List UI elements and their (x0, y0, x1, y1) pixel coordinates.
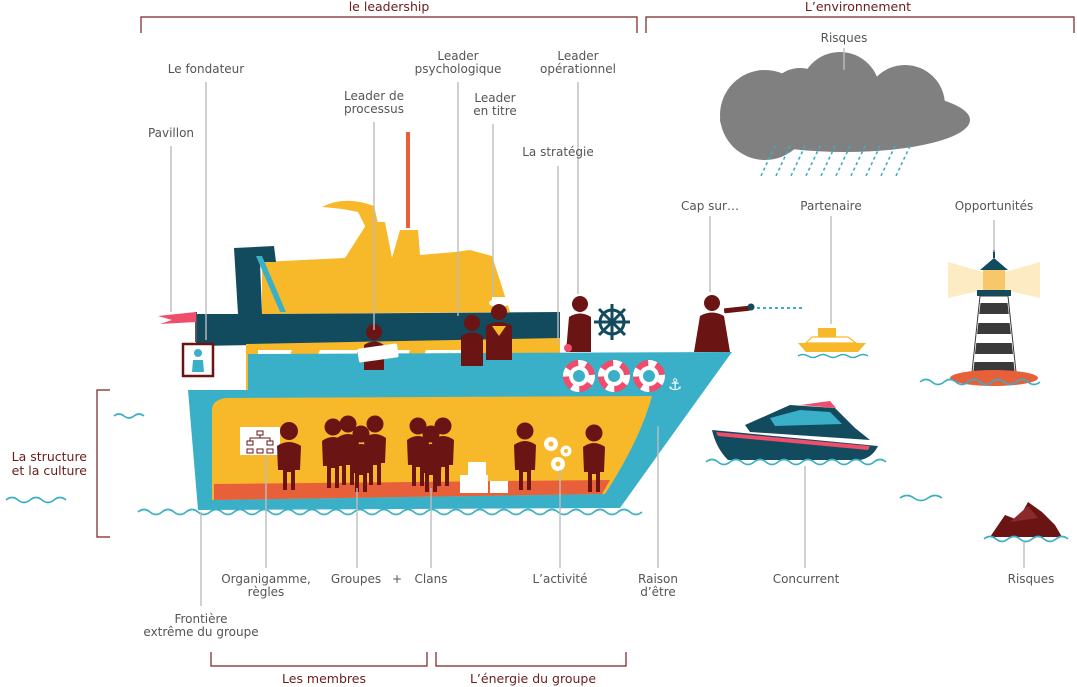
label-leader-processus-1: Leader de (344, 89, 404, 103)
label-frontiere-1: Frontière (174, 612, 227, 626)
label-groupes: Groupes (331, 572, 381, 586)
gears-icon (544, 437, 572, 471)
boat-radar (322, 200, 380, 232)
label-leader-psy-2: psychologique (415, 62, 502, 76)
flag-icon (158, 312, 196, 324)
boat-antenna (406, 132, 410, 228)
crew-members (277, 415, 605, 492)
person-icon (420, 425, 442, 492)
label-concurrent: Concurrent (773, 572, 840, 586)
operational-leader-icon (564, 296, 591, 352)
helm-wheel-icon (594, 304, 630, 340)
label-frontiere-2: extrême du groupe (143, 625, 258, 639)
label-organigramme-1: Organigamme, (221, 572, 311, 586)
storm-cloud-icon (720, 52, 970, 179)
upper-cabin (262, 222, 510, 314)
wave-mark-mid (899, 494, 943, 502)
partner-boat-icon (797, 328, 869, 359)
person-icon (583, 424, 605, 492)
label-raison-1: Raison (638, 572, 678, 586)
label-plus: + (392, 572, 402, 586)
rocks-icon (983, 502, 1069, 543)
group-energy-bracket (435, 652, 627, 667)
label-leader-op-2: opérationnel (540, 62, 616, 76)
environment-bracket (645, 16, 1075, 33)
label-cap-sur: Cap sur… (681, 199, 739, 213)
person-icon (350, 425, 372, 492)
anchor-icon: ⚓ (668, 375, 682, 394)
label-risques-top: Risques (821, 31, 868, 45)
hold-floor (214, 480, 610, 500)
deck-leaders (357, 295, 755, 370)
competitor-yacht-icon (705, 401, 887, 466)
environment-header: L’environnement (805, 0, 911, 14)
structure-header-line1: La structure (12, 449, 88, 464)
cargo-boxes-icon (460, 462, 508, 493)
label-risques-bottom: Risques (1008, 572, 1055, 586)
members-bracket (210, 652, 428, 667)
person-icon (514, 422, 536, 490)
founder-portrait-icon (181, 342, 215, 378)
wave-mark-left-low (5, 496, 67, 504)
members-header: Les membres (282, 671, 366, 686)
label-raison-2: d’être (640, 585, 676, 599)
titled-leader-icon (486, 297, 512, 360)
label-leader-processus-2: processus (344, 102, 404, 116)
label-strategie: La stratégie (522, 145, 594, 159)
leadership-header: le leadership (349, 0, 430, 14)
person-icon (277, 422, 301, 490)
label-leader-titre-2: en titre (473, 104, 517, 118)
label-leader-op-1: Leader (557, 49, 598, 63)
org-chart-icon (240, 427, 280, 455)
process-leader-icon (357, 324, 399, 370)
psychological-leader-icon (461, 315, 483, 366)
label-leader-psy-1: Leader (437, 49, 478, 63)
label-leader-titre-1: Leader (474, 91, 515, 105)
label-fondateur: Le fondateur (168, 62, 245, 76)
wave-mark-left (113, 413, 145, 419)
label-opportunites: Opportunités (955, 199, 1034, 213)
structure-bracket (96, 389, 110, 538)
label-activite: L’activité (532, 572, 587, 586)
life-rings-icon (563, 360, 665, 392)
label-pavillon: Pavillon (148, 126, 194, 140)
main-boat: ⚓ (137, 132, 802, 516)
label-partenaire: Partenaire (800, 199, 861, 213)
leader-lines (170, 48, 1025, 606)
leadership-bracket (140, 16, 638, 33)
lookout-with-telescope-icon (694, 295, 755, 352)
lighthouse-icon (919, 250, 1041, 386)
label-clans: Clans (415, 572, 448, 586)
structure-header-line2: et la culture (12, 463, 88, 478)
label-organigramme-2: règles (248, 585, 285, 599)
group-energy-header: L’énergie du groupe (470, 671, 596, 686)
boat-waterline (137, 508, 643, 516)
